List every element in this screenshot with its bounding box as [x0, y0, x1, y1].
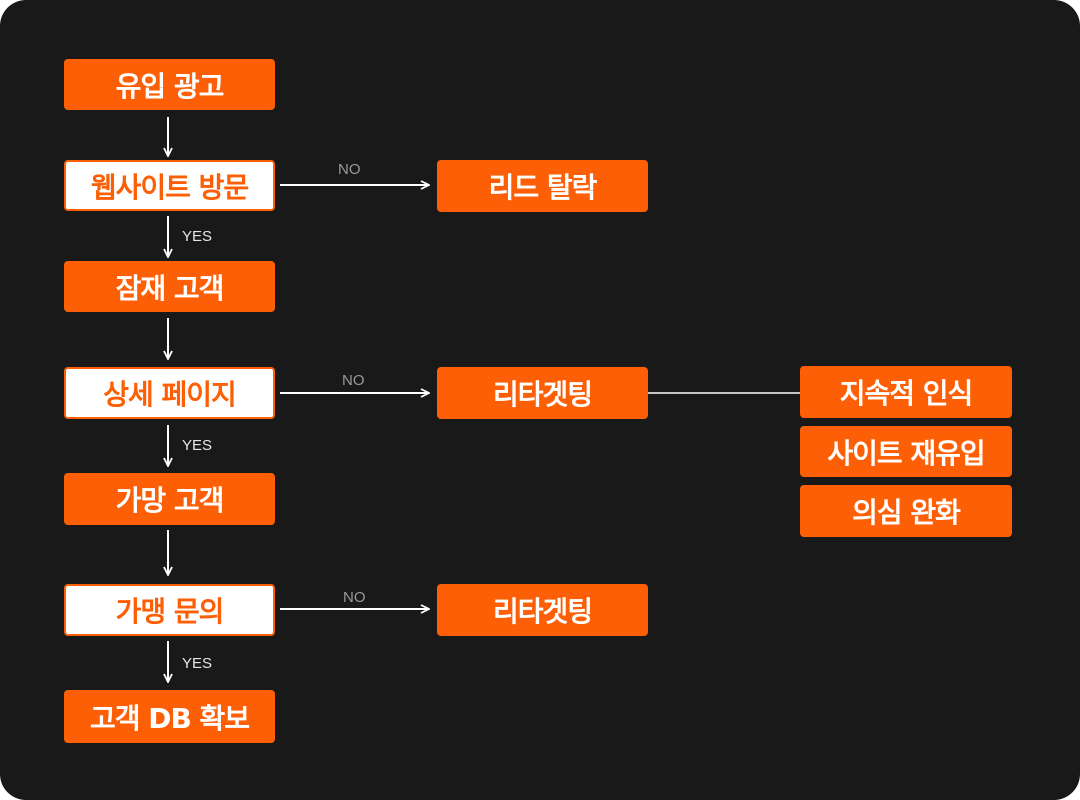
- node-lead-drop: 리드 탈락: [437, 160, 648, 212]
- node-continuous-recognition: 지속적 인식: [800, 366, 1012, 418]
- node-retargeting: 리타겟팅: [437, 584, 648, 636]
- yes-label: YES: [182, 437, 213, 454]
- no-label: NO: [338, 161, 361, 178]
- node-potential-customer: 잠재 고객: [64, 261, 275, 312]
- yes-label: YES: [182, 228, 213, 245]
- yes-label: YES: [182, 655, 213, 672]
- node-franchise-inquiry: 가맹 문의: [64, 584, 275, 636]
- node-site-reentry: 사이트 재유입: [800, 426, 1012, 477]
- node-doubt-relief: 의심 완화: [800, 485, 1012, 537]
- node-ad-inflow: 유입 광고: [64, 59, 275, 110]
- node-customer-db: 고객 DB 확보: [64, 690, 275, 743]
- node-website-visit: 웹사이트 방문: [64, 160, 275, 211]
- no-label: NO: [342, 372, 365, 389]
- node-prospect-customer: 가망 고객: [64, 473, 275, 525]
- no-label: NO: [343, 589, 366, 606]
- node-detail-page: 상세 페이지: [64, 367, 275, 419]
- node-retargeting: 리타겟팅: [437, 367, 648, 419]
